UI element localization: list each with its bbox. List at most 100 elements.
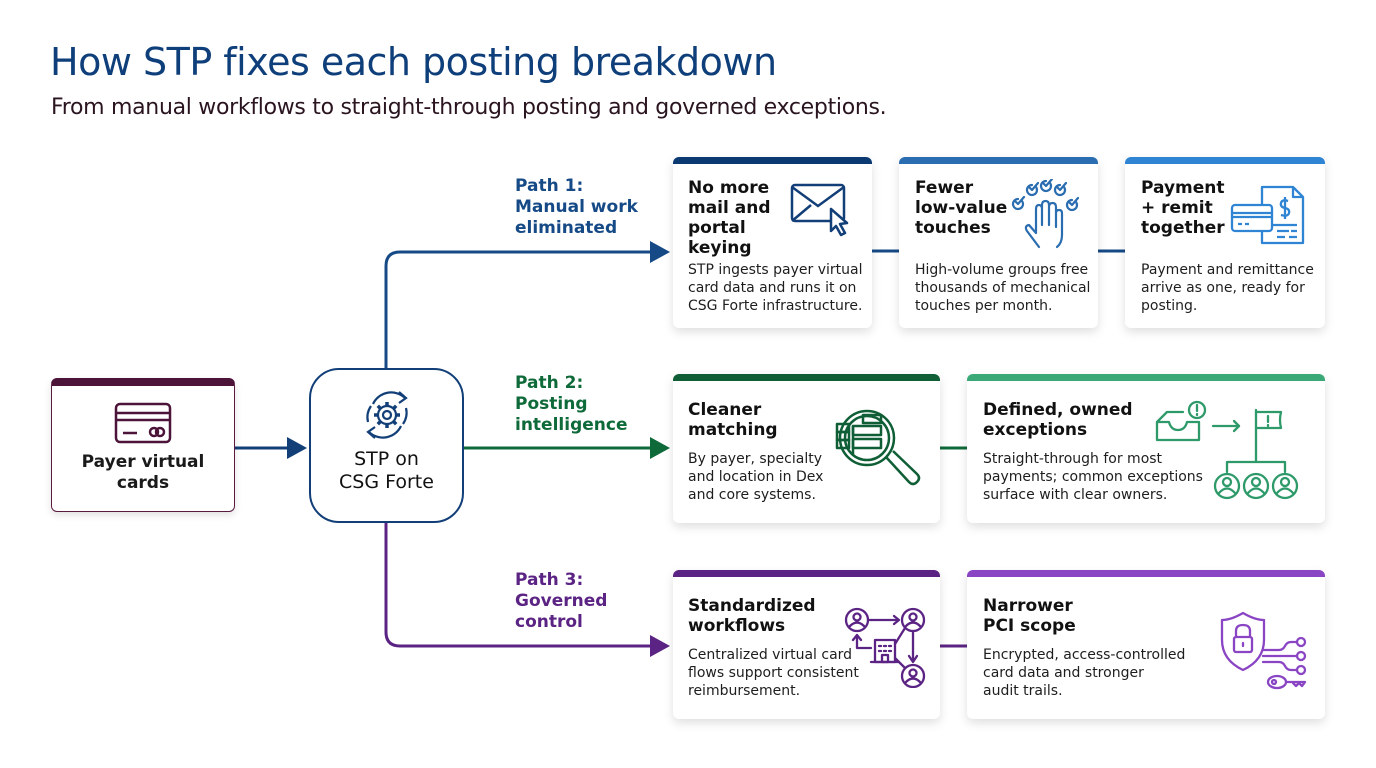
arrowhead-source-hub — [287, 437, 307, 459]
text-line: card data and runs it on — [688, 280, 857, 296]
page-title: How STP fixes each posting breakdown — [50, 40, 777, 84]
text-line: Payment and remittance — [1141, 262, 1314, 278]
card-description: STP ingests payer virtual card data and … — [688, 261, 862, 315]
credit-card-icon — [114, 402, 172, 444]
hub-label: STP on CSG Forte — [311, 448, 462, 494]
text-line: Manual work — [515, 197, 638, 217]
card-description: By payer, specialty and location in Dex … — [688, 450, 823, 504]
text-line: Path 1: — [515, 176, 584, 196]
shield-lock-key-icon — [1220, 611, 1307, 690]
text-line: posting. — [1141, 298, 1198, 314]
text-line: surface with clear owners. — [983, 487, 1168, 503]
card-accent-bar — [673, 157, 872, 164]
text-line: No more — [688, 178, 770, 198]
card-fewer-low-value-touches: Fewer low-value touches High-volume grou… — [899, 157, 1098, 328]
text-line: touches per month. — [915, 298, 1053, 314]
connector-path-1 — [384, 250, 652, 368]
text-line: exceptions — [983, 420, 1088, 440]
text-line: Path 3: — [515, 570, 584, 590]
text-line: Encrypted, access-controlled — [983, 647, 1186, 663]
text-line: mail and — [688, 198, 771, 218]
connector-path-3 — [384, 523, 652, 648]
text-line: Governed — [515, 591, 608, 611]
card-description: Centralized virtual card flows support c… — [688, 646, 859, 700]
text-line: flows support consistent — [688, 665, 859, 681]
text-line: touches — [915, 218, 991, 238]
card-payment-remit-together: Payment + remit together Payment and rem… — [1125, 157, 1325, 328]
text-line: + remit — [1141, 198, 1213, 218]
text-line: Defined, owned — [983, 400, 1133, 420]
text-line: High-volume groups free — [915, 262, 1089, 278]
card-title: Defined, owned exceptions — [983, 400, 1133, 440]
text-line: thousands of mechanical — [915, 280, 1091, 296]
text-line: portal — [688, 218, 746, 238]
card-cleaner-matching: Cleaner matching By payer, specialty and… — [673, 374, 940, 523]
gear-cycle-icon — [365, 391, 408, 439]
text-line: CSG Forte — [339, 471, 434, 493]
card-title: Standardized workflows — [688, 596, 816, 636]
path-3-label: Path 3: Governed control — [515, 570, 607, 633]
hub-stp-on-csg-forte: STP on CSG Forte — [309, 368, 464, 523]
text-line: reimbursement. — [688, 683, 801, 699]
text-line: workflows — [688, 616, 786, 636]
envelope-cursor-icon — [790, 183, 849, 237]
text-line: Fewer — [915, 178, 974, 198]
card-title: Payment + remit together — [1141, 178, 1225, 238]
text-line: STP ingests payer virtual — [688, 262, 863, 278]
arrowhead-path-3 — [650, 635, 670, 657]
text-line: keying — [688, 238, 752, 258]
arrowhead-path-1 — [650, 241, 670, 263]
text-line: control — [515, 612, 583, 632]
card-description: Straight-through for most payments; comm… — [983, 450, 1203, 504]
text-line: together — [1141, 218, 1225, 238]
text-line: PCI scope — [983, 616, 1076, 636]
text-line: Narrower — [983, 596, 1073, 616]
card-accent-bar — [1125, 157, 1325, 164]
card-title: Cleaner matching — [688, 400, 778, 440]
inbox-flag-owners-icon — [1155, 400, 1299, 500]
path-2-label: Path 2: Posting intelligence — [515, 373, 627, 436]
source-payer-virtual-cards: Payer virtual cards — [51, 378, 235, 512]
card-title: Narrower PCI scope — [983, 596, 1076, 636]
text-line: and location in Dex — [688, 469, 824, 485]
card-accent-bar — [673, 374, 940, 381]
card-title: No more mail and portal keying — [688, 178, 771, 258]
card-accent-bar — [967, 374, 1325, 381]
page-subtitle: From manual workflows to straight-throug… — [51, 95, 887, 120]
text-line: matching — [688, 420, 778, 440]
text-line: Path 2: — [515, 373, 584, 393]
text-line: card data and stronger — [983, 665, 1144, 681]
text-line: By payer, specialty — [688, 451, 822, 467]
card-description: High-volume groups free thousands of mec… — [915, 261, 1090, 315]
text-line: Straight-through for most — [983, 451, 1163, 467]
card-accent-bar — [899, 157, 1098, 164]
text-line: CSG Forte infrastructure. — [688, 298, 863, 314]
path-1-label: Path 1: Manual work eliminated — [515, 176, 638, 239]
text-line: Cleaner — [688, 400, 762, 420]
text-line: Standardized — [688, 596, 816, 616]
card-no-more-mail-portal-keying: No more mail and portal keying STP inges… — [673, 157, 872, 328]
text-line: audit trails. — [983, 683, 1063, 699]
card-accent-bar — [673, 570, 940, 577]
card-defined-owned-exceptions: Defined, owned exceptions Straight-throu… — [967, 374, 1325, 523]
workflow-people-building-icon — [844, 607, 926, 688]
card-standardized-workflows: Standardized workflows Centralized virtu… — [673, 570, 940, 719]
card-accent-bar — [967, 570, 1325, 577]
source-label: Payer virtual cards — [52, 452, 234, 494]
text-line: STP on — [354, 448, 419, 470]
magnifier-table-icon — [835, 409, 921, 486]
text-line: cards — [116, 473, 170, 493]
hand-checkmarks-icon — [1011, 179, 1080, 249]
text-line: Payment — [1141, 178, 1225, 198]
text-line: Payer virtual — [81, 452, 205, 472]
card-title: Fewer low-value touches — [915, 178, 1007, 238]
card-description: Encrypted, access-controlled card data a… — [983, 646, 1185, 700]
text-line: payments; common exceptions — [983, 469, 1203, 485]
text-line: and core systems. — [688, 487, 816, 503]
text-line: Posting — [515, 394, 588, 414]
text-line: intelligence — [515, 415, 628, 435]
text-line: Centralized virtual card — [688, 647, 853, 663]
arrowhead-path-2 — [650, 437, 670, 459]
text-line: eliminated — [515, 218, 618, 238]
